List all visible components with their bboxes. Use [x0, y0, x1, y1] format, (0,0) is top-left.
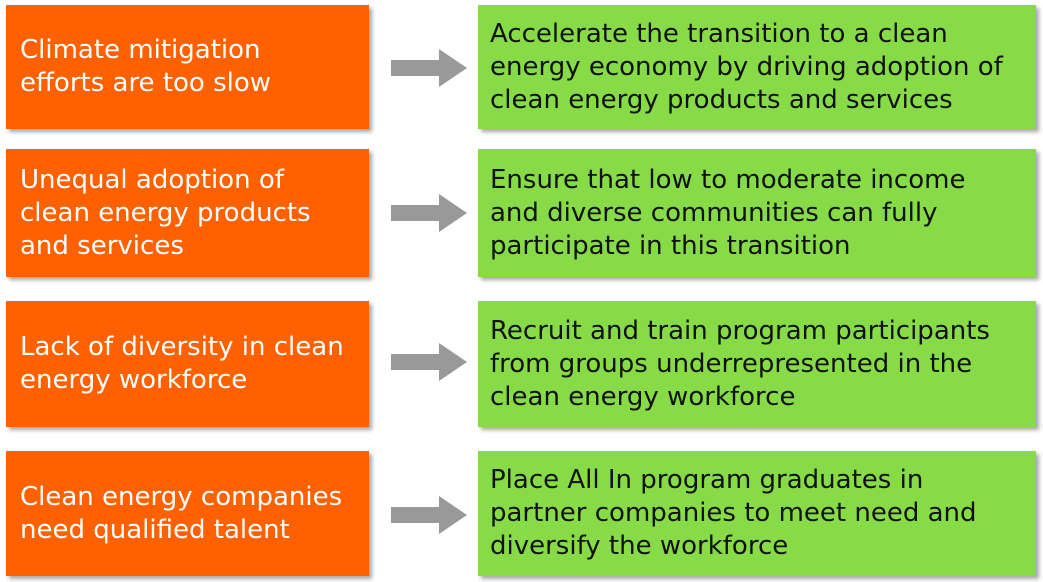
problem-box-2: Unequal adoption of clean energy product… — [6, 149, 369, 277]
solution-text-3: Recruit and train program participants f… — [490, 315, 990, 412]
solution-text-4: Place All In program graduates in partne… — [490, 465, 977, 561]
arrow-right-icon — [391, 49, 467, 87]
diagram-row-4: Clean energy companies need qualified ta… — [0, 451, 1043, 576]
solution-text-2: Ensure that low to moderate income and d… — [490, 164, 966, 261]
diagram-row-3: Lack of diversity in clean energy workfo… — [0, 301, 1043, 427]
problem-text-3: Lack of diversity in clean energy workfo… — [20, 332, 344, 395]
problem-box-3: Lack of diversity in clean energy workfo… — [6, 301, 369, 427]
diagram-row-2: Unequal adoption of clean energy product… — [0, 149, 1043, 277]
problem-box-1: Climate mitigation efforts are too slow — [6, 5, 369, 129]
solution-box-2: Ensure that low to moderate income and d… — [478, 149, 1036, 277]
arrow-right-icon — [391, 343, 467, 381]
problem-box-4: Clean energy companies need qualified ta… — [6, 451, 369, 576]
problem-text-4: Clean energy companies need qualified ta… — [20, 481, 343, 545]
solution-box-1: Accelerate the transition to a clean ene… — [478, 5, 1036, 129]
arrow-right-icon — [391, 496, 467, 534]
problem-text-1: Climate mitigation efforts are too slow — [20, 35, 272, 98]
solution-box-3: Recruit and train program participants f… — [478, 301, 1036, 427]
solution-box-4: Place All In program graduates in partne… — [478, 451, 1036, 576]
solution-text-1: Accelerate the transition to a clean ene… — [490, 18, 1003, 115]
arrow-right-icon — [391, 194, 467, 232]
problem-text-2: Unequal adoption of clean energy product… — [20, 164, 311, 261]
diagram-row-1: Climate mitigation efforts are too slow … — [0, 5, 1043, 129]
